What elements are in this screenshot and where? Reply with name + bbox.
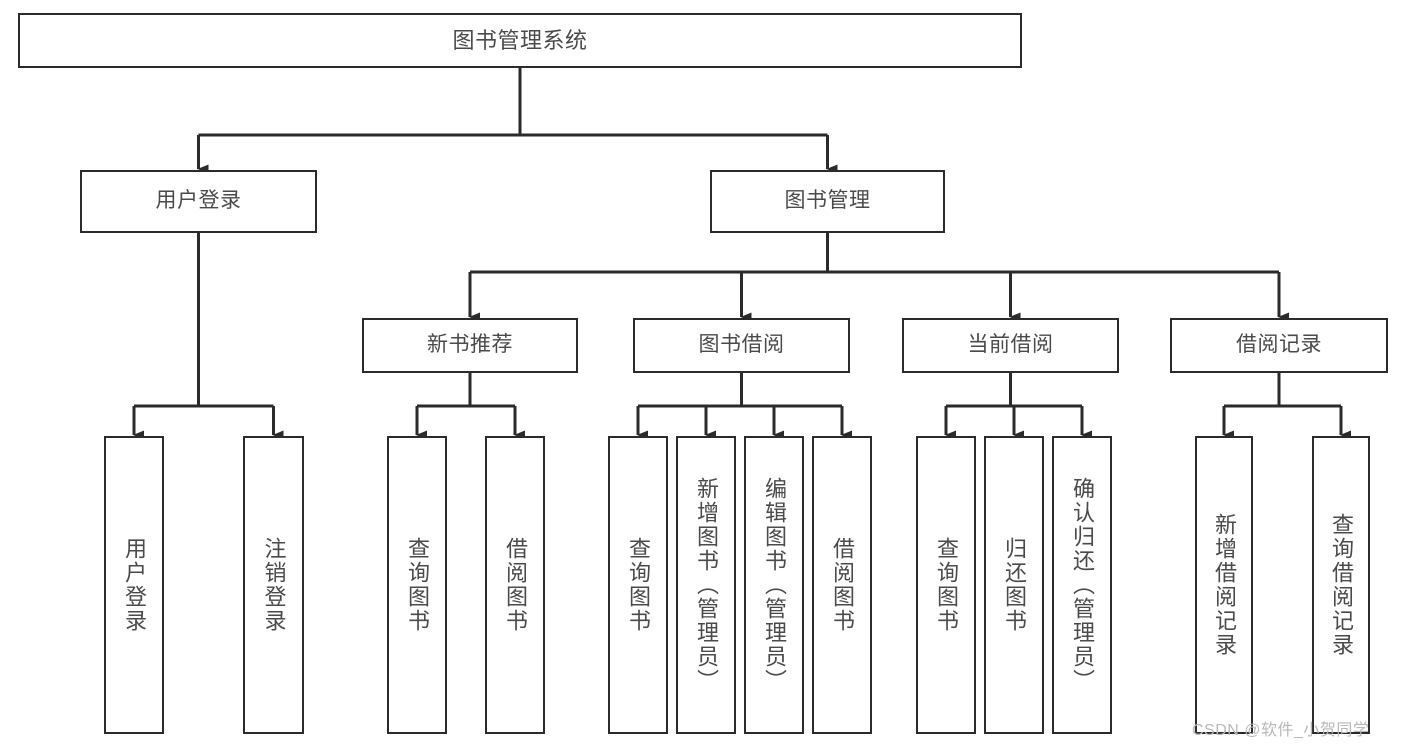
node-leaf-cu-return[interactable]: 归还图书 bbox=[984, 436, 1044, 734]
node-label: 图书管理 bbox=[784, 189, 871, 213]
node-label: 当前借阅 bbox=[967, 333, 1054, 357]
node-leaf-bo-borrow[interactable]: 借阅图书 bbox=[812, 436, 872, 734]
node-label: 归还图书 bbox=[1002, 537, 1027, 633]
node-label: 用户登录 bbox=[155, 189, 242, 213]
node-leaf-nb-query[interactable]: 查询图书 bbox=[387, 436, 447, 734]
node-records[interactable]: 借阅记录 bbox=[1170, 318, 1388, 373]
edges-group bbox=[132, 68, 1351, 440]
node-current[interactable]: 当前借阅 bbox=[902, 318, 1119, 373]
node-newbook[interactable]: 新书推荐 bbox=[362, 318, 578, 373]
node-leaf-nb-borrow[interactable]: 借阅图书 bbox=[485, 436, 545, 734]
node-label: 确认归还（管理员） bbox=[1070, 477, 1095, 693]
node-leaf-cu-query[interactable]: 查询图书 bbox=[916, 436, 976, 734]
node-login[interactable]: 用户登录 bbox=[80, 170, 317, 233]
node-label: 用户登录 bbox=[122, 537, 147, 633]
node-label: 查询图书 bbox=[626, 537, 651, 633]
node-label: 图书管理系统 bbox=[452, 27, 588, 53]
node-leaf-bo-add[interactable]: 新增图书（管理员） bbox=[676, 436, 736, 734]
node-label: 注销登录 bbox=[261, 537, 287, 633]
node-leaf-re-query[interactable]: 查询借阅记录 bbox=[1312, 436, 1370, 734]
node-leaf-cu-confirm[interactable]: 确认归还（管理员） bbox=[1052, 436, 1112, 734]
node-label: 新增借阅记录 bbox=[1212, 513, 1237, 657]
watermark-label: CSDN @软件_小贺同学 bbox=[1192, 722, 1370, 739]
node-label: 借阅图书 bbox=[503, 537, 528, 633]
node-label: 查询图书 bbox=[934, 537, 959, 633]
node-bookmgmt[interactable]: 图书管理 bbox=[710, 170, 945, 233]
node-label: 新书推荐 bbox=[427, 333, 513, 357]
node-label: 借阅图书 bbox=[830, 537, 855, 633]
node-label: 新增图书（管理员） bbox=[694, 477, 719, 693]
node-root[interactable]: 图书管理系统 bbox=[18, 13, 1022, 68]
node-label: 借阅记录 bbox=[1236, 333, 1322, 357]
node-label: 编辑图书（管理员） bbox=[762, 477, 787, 693]
node-borrow[interactable]: 图书借阅 bbox=[633, 318, 850, 373]
node-leaf-logout[interactable]: 注销登录 bbox=[243, 436, 304, 734]
node-leaf-login[interactable]: 用户登录 bbox=[104, 436, 164, 734]
node-leaf-bo-query[interactable]: 查询图书 bbox=[608, 436, 668, 734]
node-label: 查询借阅记录 bbox=[1329, 513, 1354, 657]
node-label: 查询图书 bbox=[405, 537, 430, 633]
node-leaf-re-add[interactable]: 新增借阅记录 bbox=[1195, 436, 1253, 734]
node-label: 图书借阅 bbox=[698, 333, 785, 357]
node-leaf-bo-edit[interactable]: 编辑图书（管理员） bbox=[744, 436, 804, 734]
